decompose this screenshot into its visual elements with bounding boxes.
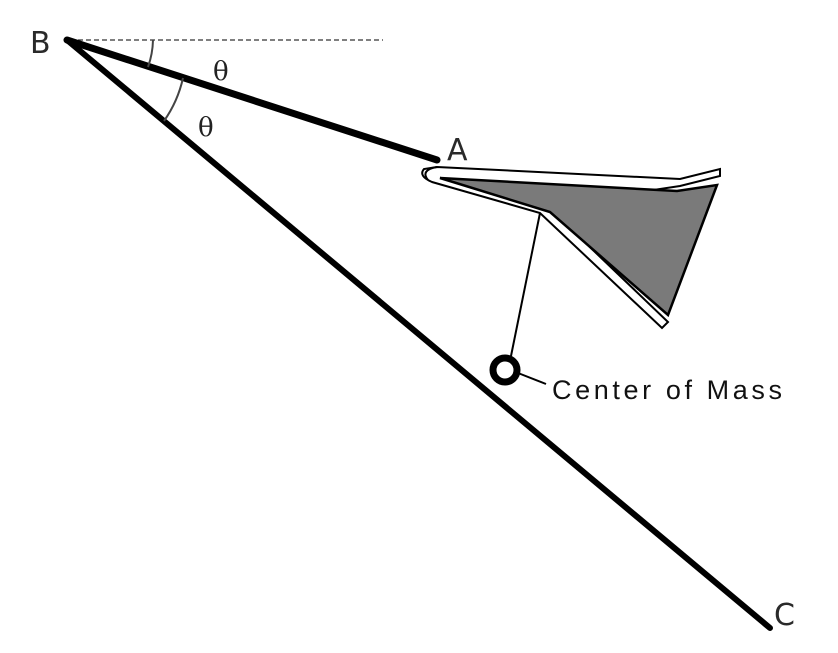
center-of-mass-label: Center of Mass <box>552 375 782 405</box>
center-of-mass-marker <box>489 354 521 386</box>
angle-arc-upper <box>147 39 154 68</box>
angle-label-lower: θ <box>198 113 214 143</box>
line-bc <box>64 37 773 631</box>
angle-arc-lower <box>163 77 184 122</box>
point-a-label: A <box>447 133 468 168</box>
point-c-label: C <box>774 598 795 633</box>
hanging-object <box>421 165 721 330</box>
rod-ba <box>63 36 441 164</box>
com-label-leader <box>517 372 547 385</box>
com-support-line <box>510 212 541 357</box>
point-b-label: B <box>30 26 51 61</box>
angle-label-upper: θ <box>213 57 229 87</box>
